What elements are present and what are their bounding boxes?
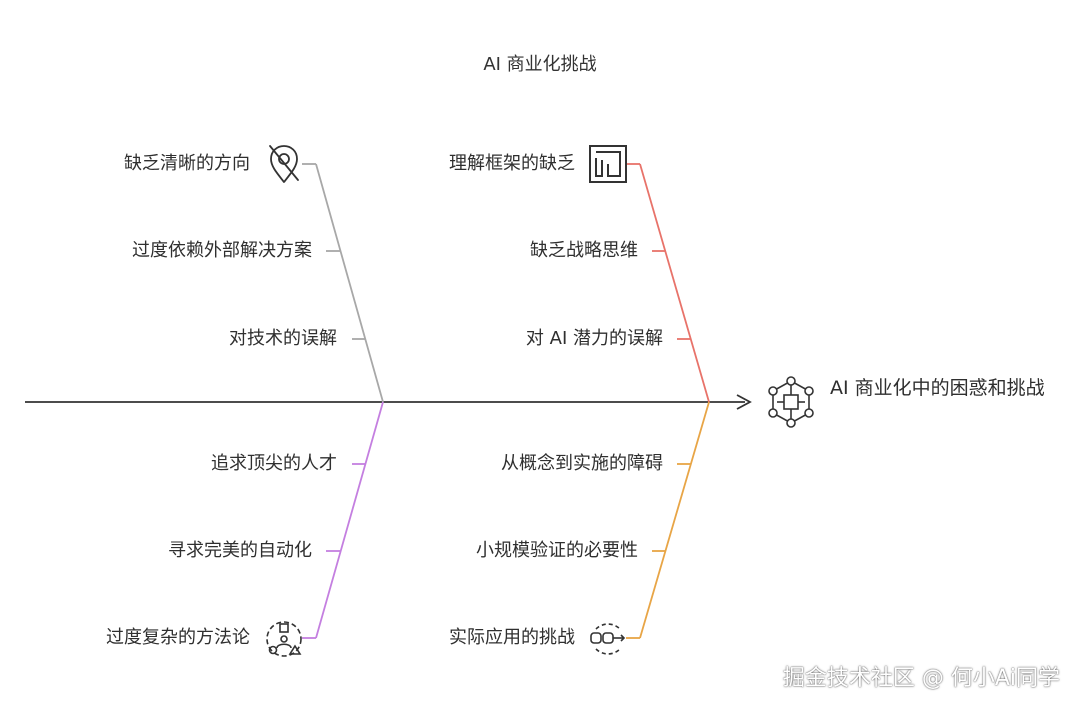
cause-top-left-2: 过度依赖外部解决方案 bbox=[132, 240, 312, 261]
cause-bottom-right-2: 小规模验证的必要性 bbox=[476, 540, 638, 561]
network-hub-icon bbox=[768, 376, 814, 428]
branch-bottom-left bbox=[302, 401, 384, 639]
cause-top-right-3: 对 AI 潜力的误解 bbox=[525, 328, 663, 349]
cause-bottom-right-3: 实际应用的挑战 bbox=[449, 627, 575, 648]
cause-top-right-1: 理解框架的缺乏 bbox=[449, 153, 575, 174]
maze-frame-icon bbox=[589, 145, 627, 183]
complex-shapes-icon bbox=[266, 621, 302, 657]
branch-top-left bbox=[302, 163, 384, 403]
cause-top-left-3: 对技术的误解 bbox=[229, 328, 337, 349]
branch-bottom-right bbox=[626, 401, 710, 639]
effect-label: AI 商业化中的困惑和挑战 bbox=[830, 377, 1045, 399]
cause-bottom-right-1: 从概念到实施的障碍 bbox=[501, 453, 663, 474]
diagram-title: AI 商业化挑战 bbox=[483, 54, 597, 75]
branch-top-right bbox=[626, 163, 710, 403]
spine-arrowhead bbox=[736, 394, 752, 410]
cause-top-left-1: 缺乏清晰的方向 bbox=[124, 153, 250, 174]
cause-bottom-left-3: 过度复杂的方法论 bbox=[106, 627, 250, 648]
pipeline-icon bbox=[590, 623, 626, 655]
no-location-icon bbox=[269, 145, 299, 183]
watermark: 掘金技术社区 @ 何小Ai同学 bbox=[782, 666, 1060, 691]
cause-bottom-left-1: 追求顶尖的人才 bbox=[211, 453, 337, 474]
cause-top-right-2: 缺乏战略思维 bbox=[530, 240, 638, 261]
cause-bottom-left-2: 寻求完美的自动化 bbox=[168, 540, 312, 561]
